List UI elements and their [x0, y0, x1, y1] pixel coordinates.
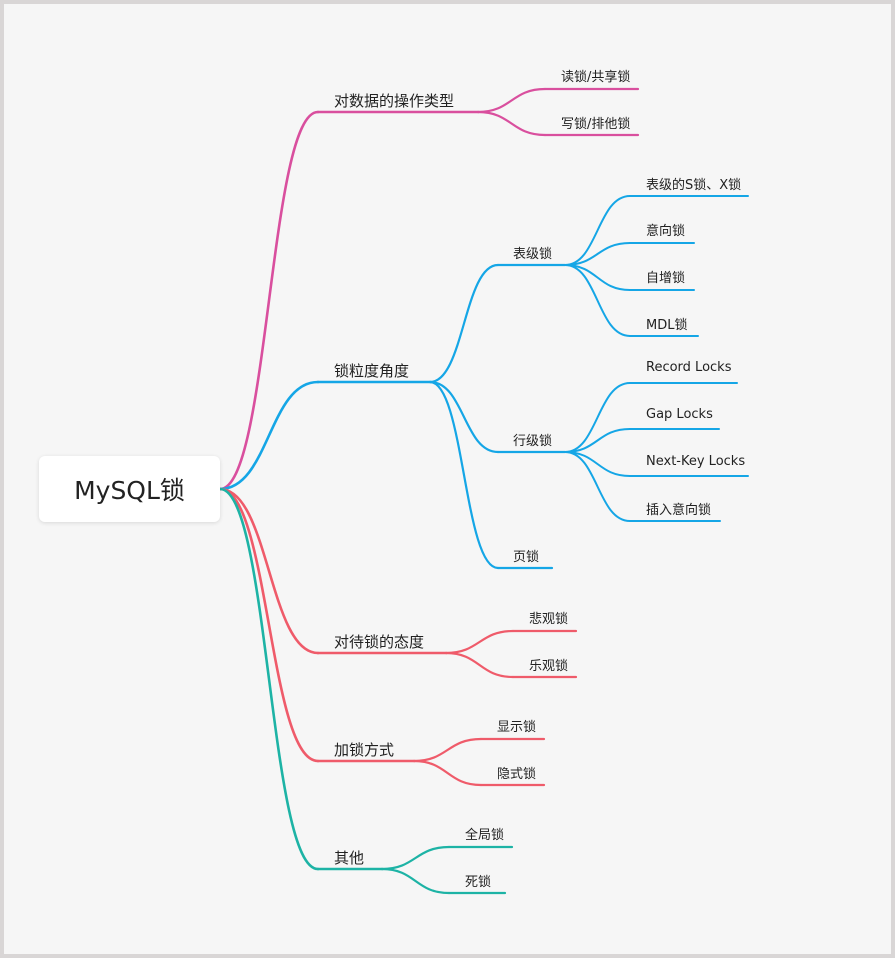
connector-table-leaf-1: [564, 242, 631, 266]
leaf-node-write-lock[interactable]: 写锁/排他锁: [561, 117, 631, 132]
leaf-node-record-locks[interactable]: Record Locks: [646, 360, 732, 375]
connector-to-explicit-lock: [412, 737, 483, 763]
root-node[interactable]: MySQL锁: [39, 456, 220, 522]
connector-to-pessimistic-lock: [444, 629, 515, 655]
leaf-node-intention-lock[interactable]: 意向锁: [646, 224, 686, 239]
leaf-node-mdl-lock[interactable]: MDL锁: [646, 318, 688, 333]
connector-row-leaf-1: [564, 428, 631, 453]
connector-table-leaf-3: [564, 264, 631, 337]
sub-node-page-lock[interactable]: 页锁: [513, 550, 540, 565]
connector-root-to-locking-method: [218, 487, 320, 763]
connector-to-read-lock: [476, 87, 547, 114]
leaf-node-pessimistic-lock[interactable]: 悲观锁: [529, 612, 569, 627]
connector-root-to-attitude: [218, 487, 320, 655]
connector-row-leaf-3: [564, 451, 631, 522]
connector-to-row-lock: [428, 380, 500, 454]
leaf-node-deadlock[interactable]: 死锁: [465, 875, 492, 890]
leaf-node-implicit-lock[interactable]: 隐式锁: [497, 767, 537, 782]
connector-root-to-granularity: [218, 380, 320, 491]
connector-to-table-lock: [428, 263, 500, 384]
sub-node-table-lock[interactable]: 表级锁: [513, 247, 553, 262]
leaf-node-next-key-locks[interactable]: Next-Key Locks: [646, 454, 746, 469]
connector-to-implicit-lock: [412, 759, 483, 787]
branch-node-operation-type[interactable]: 对数据的操作类型: [334, 92, 455, 110]
connector-table-leaf-2: [564, 264, 631, 291]
leaf-node-read-lock[interactable]: 读锁/共享锁: [561, 70, 631, 85]
connector-row-leaf-2: [564, 451, 631, 477]
leaf-node-gap-locks[interactable]: Gap Locks: [646, 407, 713, 422]
connector-row-leaf-0: [564, 382, 631, 453]
leaf-node-optimistic-lock[interactable]: 乐观锁: [529, 659, 569, 674]
connector-to-deadlock: [380, 867, 451, 895]
sub-node-row-lock[interactable]: 行级锁: [513, 434, 553, 449]
connector-to-optimistic-lock: [444, 651, 515, 679]
leaf-node-auto-inc-lock[interactable]: 自增锁: [646, 271, 686, 286]
leaf-node-explicit-lock[interactable]: 显示锁: [497, 720, 537, 735]
branch-node-locking-method[interactable]: 加锁方式: [334, 741, 395, 759]
connector-table-leaf-0: [564, 195, 631, 266]
leaf-node-insert-intention-lock[interactable]: 插入意向锁: [646, 503, 712, 518]
connector-root-to-operation-type: [218, 110, 320, 491]
branch-node-other[interactable]: 其他: [334, 849, 365, 867]
connector-to-page-lock: [428, 380, 500, 570]
branch-node-attitude[interactable]: 对待锁的态度: [334, 633, 425, 651]
leaf-node-table-s-x-lock[interactable]: 表级的S锁、X锁: [646, 178, 742, 193]
connector-root-to-other: [218, 487, 320, 871]
connector-to-global-lock: [380, 845, 451, 871]
leaf-node-global-lock[interactable]: 全局锁: [465, 828, 505, 843]
connector-to-write-lock: [476, 110, 547, 137]
root-label: MySQL锁: [74, 476, 185, 505]
branch-node-granularity[interactable]: 锁粒度角度: [334, 362, 410, 380]
